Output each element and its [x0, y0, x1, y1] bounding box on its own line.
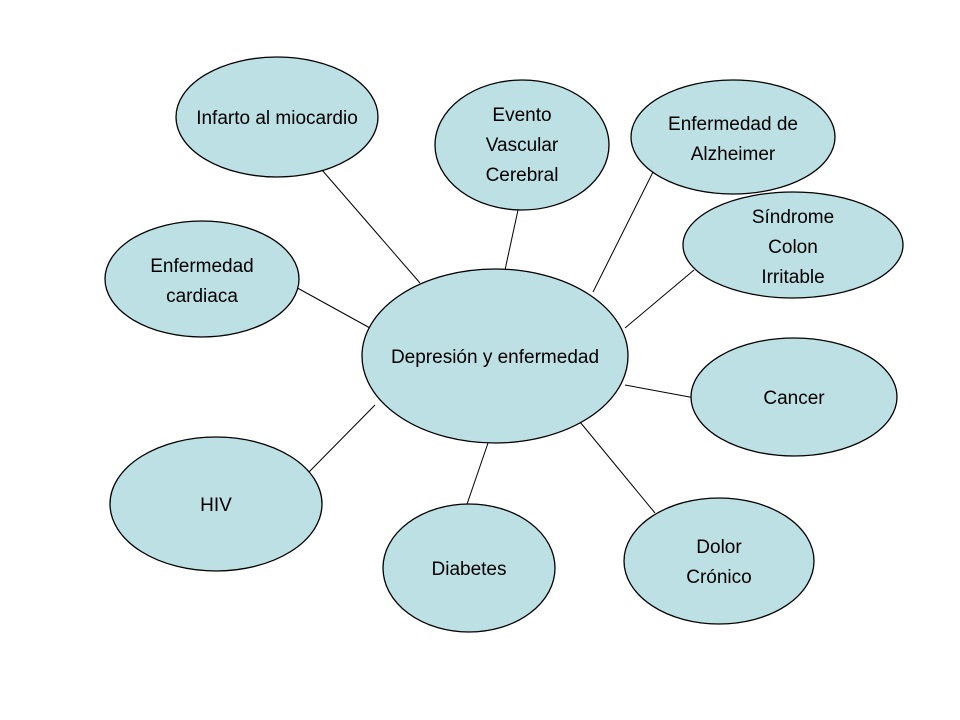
node-cardiaca: Enfermedad cardiaca: [104, 220, 300, 338]
node-evento-line-3: Cerebral: [486, 165, 559, 186]
node-diabetes: Diabetes: [382, 503, 556, 633]
node-cancer-ellipse: [690, 337, 898, 457]
connector-dolor: [579, 421, 656, 514]
node-hiv-label: HIV: [200, 495, 232, 516]
connector-sindrome: [624, 269, 695, 329]
node-hiv-ellipse: [109, 436, 323, 572]
node-cardiaca-ellipse: [104, 220, 300, 338]
connectors: [291, 169, 696, 514]
node-sindrome-line-1: Síndrome: [752, 207, 834, 228]
node-center-label: Depresión y enfermedad: [391, 347, 599, 368]
node-alzheimer-line-2: Alzheimer: [691, 144, 776, 165]
node-evento-ellipse: [434, 79, 610, 211]
node-evento: Evento Vascular Cerebral: [434, 79, 610, 211]
connector-diabetes: [464, 442, 489, 511]
node-evento-line-1: Evento: [492, 105, 551, 126]
node-dolor-ellipse: [623, 497, 815, 625]
node-infarto: Infarto al miocardio: [175, 56, 379, 178]
connector-alzheimer: [592, 169, 655, 293]
node-cardiaca-line-2: cardiaca: [166, 286, 238, 307]
node-sindrome-ellipse: [682, 191, 904, 299]
node-diabetes-label: Diabetes: [432, 559, 507, 580]
node-hiv: HIV: [109, 436, 323, 572]
connector-cardiaca: [291, 284, 371, 329]
node-cancer: Cancer: [690, 337, 898, 457]
node-dolor: Dolor Crónico: [623, 497, 815, 625]
connector-cancer: [624, 384, 696, 399]
connector-hiv: [307, 404, 376, 474]
node-sindrome: Síndrome Colon Irritable: [682, 191, 904, 299]
node-infarto-ellipse: [175, 56, 379, 178]
node-alzheimer: Enfermedad de Alzheimer: [630, 79, 836, 195]
node-infarto-label: Infarto al miocardio: [196, 108, 358, 129]
node-diabetes-ellipse: [382, 503, 556, 633]
node-center: Depresión y enfermedad: [361, 268, 629, 444]
connector-evento: [504, 209, 519, 271]
node-dolor-line-2: Crónico: [686, 567, 751, 588]
node-center-ellipse: [361, 268, 629, 444]
node-evento-line-2: Vascular: [486, 135, 559, 156]
node-alzheimer-line-1: Enfermedad de: [668, 114, 798, 135]
node-alzheimer-ellipse: [630, 79, 836, 195]
node-dolor-line-1: Dolor: [696, 537, 742, 558]
connector-infarto: [321, 169, 421, 284]
node-cardiaca-line-1: Enfermedad: [150, 256, 254, 277]
node-sindrome-line-2: Colon: [768, 237, 818, 258]
node-cancer-label: Cancer: [763, 388, 825, 409]
node-sindrome-line-3: Irritable: [761, 267, 824, 288]
